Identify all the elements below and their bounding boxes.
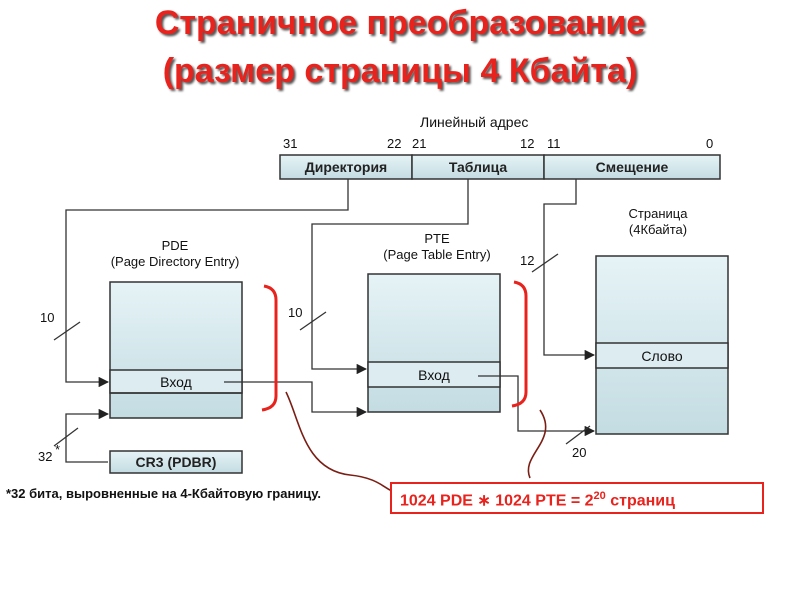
page-frame: Слово bbox=[595, 255, 729, 435]
pd-bracket bbox=[261, 284, 278, 412]
width-12: 12 bbox=[520, 253, 534, 268]
cr3-arrow bbox=[65, 408, 110, 463]
bit-21: 21 bbox=[412, 136, 426, 151]
width-20: 20 bbox=[572, 445, 586, 460]
directory-label: Директория bbox=[305, 159, 387, 175]
pde-subtitle: (Page Directory Entry) bbox=[111, 254, 240, 269]
width-10-left: 10 bbox=[40, 310, 54, 325]
linear-address-bar: Директория Таблица Смещение bbox=[279, 154, 721, 180]
pte-entry bbox=[367, 361, 501, 388]
bit-22: 22 bbox=[387, 136, 401, 151]
connectors bbox=[53, 179, 596, 463]
bit-0: 0 bbox=[706, 136, 713, 151]
formula-exponent: 20 bbox=[593, 490, 606, 502]
pt-curve bbox=[527, 409, 547, 479]
slash-12 bbox=[531, 253, 559, 273]
directory-arrow bbox=[65, 179, 349, 388]
pte-entry-label: Вход bbox=[418, 367, 450, 383]
page-subtitle: (4Кбайта) bbox=[629, 222, 687, 237]
slash-20 bbox=[565, 425, 591, 445]
formula-prefix: 1024 PDE ∗ 1024 PTE = 2 bbox=[400, 492, 594, 510]
linear-address-label: Линейный адрес bbox=[420, 114, 528, 130]
pd-curve bbox=[285, 391, 396, 493]
cr3-register: CR3 (PDBR) bbox=[109, 450, 243, 474]
cr3-label: CR3 (PDBR) bbox=[136, 454, 217, 470]
footnote: *32 бита, выровненные на 4-Кбайтовую гра… bbox=[6, 486, 321, 501]
pt-bracket bbox=[511, 280, 528, 408]
width-32: 32 bbox=[38, 449, 52, 464]
page-table: Вход bbox=[367, 273, 501, 413]
pde-entry-label: Вход bbox=[160, 374, 192, 390]
width-32-star: * bbox=[55, 442, 60, 457]
page-directory: Вход bbox=[109, 281, 243, 419]
table-label: Таблица bbox=[449, 159, 508, 175]
bit-11: 11 bbox=[547, 136, 561, 151]
word-entry bbox=[595, 342, 729, 369]
title-line-2: (размер страницы 4 Кбайта) bbox=[162, 52, 638, 90]
table-arrow bbox=[311, 179, 469, 375]
slash-10-mid bbox=[299, 311, 327, 331]
pde-arrow bbox=[224, 381, 368, 418]
bit-12: 12 bbox=[520, 136, 534, 151]
page-title: Страница bbox=[629, 206, 689, 221]
word-label: Слово bbox=[641, 348, 683, 364]
slash-10-left bbox=[53, 321, 81, 341]
pte-title: PTE bbox=[424, 231, 450, 246]
title-line-1: Страничное преобразование bbox=[154, 4, 646, 42]
formula-suffix: страниц bbox=[605, 492, 675, 510]
table-field bbox=[411, 154, 545, 180]
red-curves bbox=[285, 391, 547, 493]
formula-box: 1024 PDE ∗ 1024 PTE = 220 страниц bbox=[390, 482, 764, 514]
pte-subtitle: (Page Table Entry) bbox=[383, 247, 490, 262]
red-brackets bbox=[261, 280, 528, 412]
bit-31: 31 bbox=[283, 136, 297, 151]
offset-label: Смещение bbox=[596, 159, 669, 175]
pde-title: PDE bbox=[162, 238, 189, 253]
directory-field bbox=[279, 154, 413, 180]
offset-field bbox=[543, 154, 721, 180]
width-10-mid: 10 bbox=[288, 305, 302, 320]
slash-32 bbox=[53, 427, 79, 447]
offset-arrow bbox=[543, 179, 596, 361]
